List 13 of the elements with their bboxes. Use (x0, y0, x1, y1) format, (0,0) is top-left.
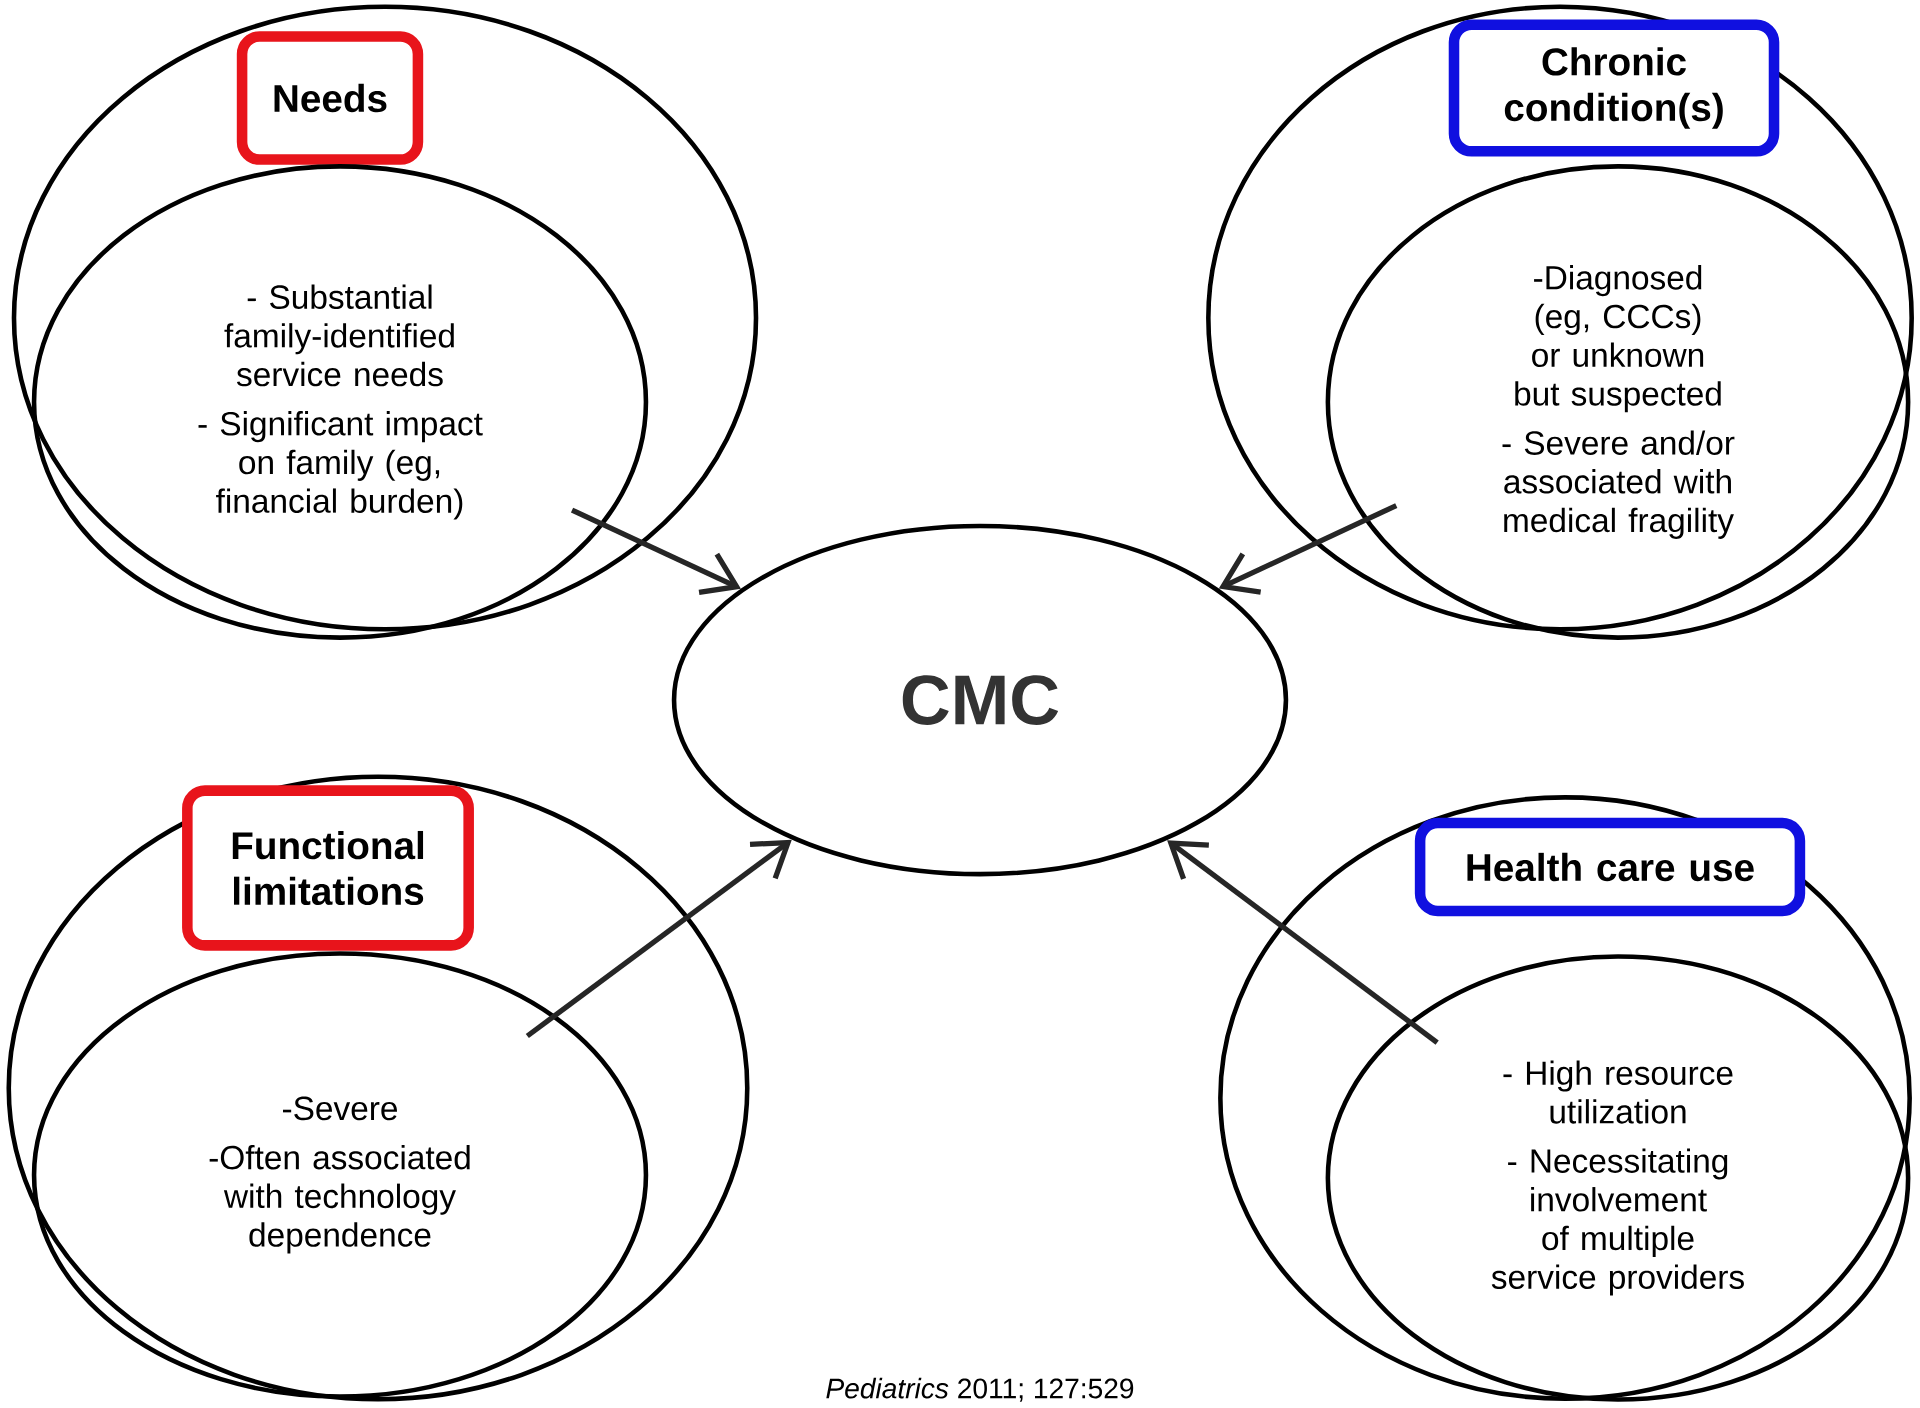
heading-box: Chronic condition(s) (1448, 19, 1780, 157)
outer-ellipse (11, 4, 759, 632)
arrow (1218, 503, 1398, 595)
caption: Pediatrics 2011; 127:529 (821, 1374, 1139, 1406)
arrow (1167, 840, 1439, 1045)
heading-box: Health care use (1414, 817, 1806, 917)
arrow (570, 507, 741, 596)
outer-ellipse (1218, 795, 1912, 1401)
outer-ellipse (6, 774, 750, 1402)
arrow (525, 839, 792, 1039)
outer-ellipse (1206, 4, 1914, 632)
heading-box: Needs (236, 31, 424, 165)
heading-box: Functional limitations (182, 785, 474, 951)
